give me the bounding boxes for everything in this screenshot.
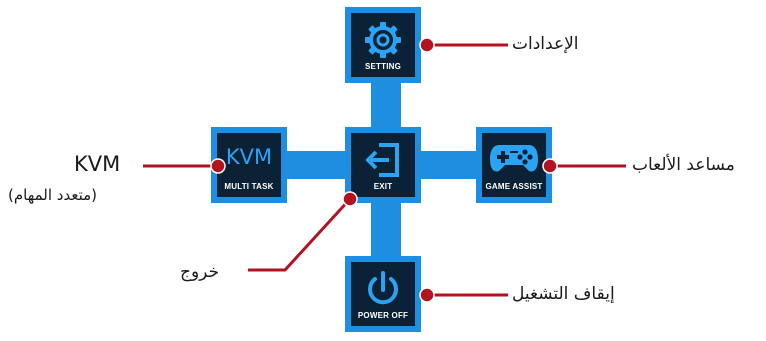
setting-button[interactable]: SETTING [345,7,421,83]
setting-caption: SETTING [364,62,402,71]
exit-button[interactable]: EXIT [345,127,421,203]
power-off-callout-label: إيقاف التشغيل [512,284,615,304]
power-off-button[interactable]: POWER OFF [345,256,421,332]
gamepad-icon [489,141,539,180]
kvm-tile-label: KVM [225,145,273,169]
kvm-callout-sublabel: (متعدد المهام) [8,186,98,204]
exit-icon [363,141,403,184]
kvm-callout-label: KVM [74,152,121,176]
exit-caption: EXIT [373,182,393,191]
setting-callout-label: الإعدادات [512,34,579,54]
kvm-caption: MULTI TASK [224,182,274,191]
exit-callout-label: خروج [180,262,220,282]
power-icon [364,270,402,313]
game-assist-callout-label: مساعد الألعاب [632,155,735,175]
game-assist-caption: GAME ASSIST [485,182,543,191]
power-off-caption: POWER OFF [357,311,409,320]
gear-icon [364,21,402,64]
